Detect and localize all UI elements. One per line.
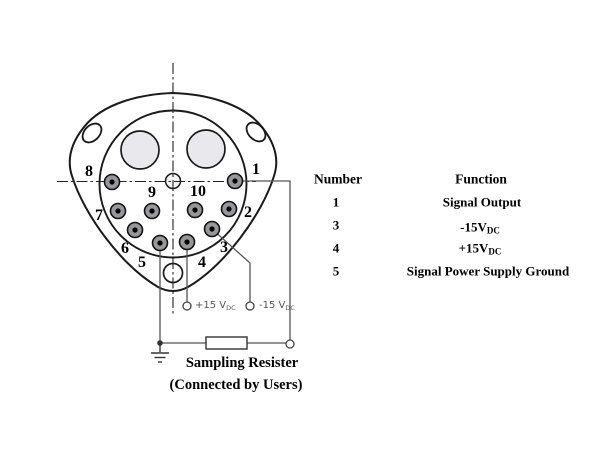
pin-5-core <box>157 240 163 246</box>
terminal-label-pos15v-sub: DC <box>226 304 236 312</box>
terminal-label-neg15v-text: -15 V <box>259 300 286 311</box>
connected-by-users-label: (Connected by Users) <box>169 376 303 393</box>
pin-label-7: 7 <box>95 207 103 224</box>
pin-label-1: 1 <box>252 161 260 178</box>
pin-6-core <box>132 227 138 233</box>
table-header-function: Function <box>455 171 507 187</box>
table-cell-function-row4: Signal Power Supply Ground <box>407 265 569 278</box>
pin-2-core <box>226 206 232 212</box>
large-inner-circle-left <box>120 130 160 170</box>
table-cell-number-row4: 5 <box>332 263 340 279</box>
pin-label-5: 5 <box>138 254 146 271</box>
pin-label-4: 4 <box>198 254 206 271</box>
pin-3-core <box>209 226 215 232</box>
terminal-pos15v <box>182 301 192 311</box>
wire-pin3-neg15v <box>211 228 251 302</box>
ground-symbol-icon <box>151 343 169 363</box>
terminal-label-neg15v-sub: DC <box>285 304 295 312</box>
table-cell-function-row2: -15VDC <box>460 219 500 235</box>
table-cell-number-row2: 3 <box>332 217 340 233</box>
pin-label-8: 8 <box>85 163 93 180</box>
pin-label-10: 10 <box>190 183 206 200</box>
pin-label-6: 6 <box>121 240 129 257</box>
table-cell-number-row3: 4 <box>332 240 340 256</box>
pin-label-9: 9 <box>148 184 156 201</box>
pin-9-core <box>149 208 155 214</box>
terminal-label-pos15v: +15 VDC <box>195 300 236 312</box>
large-inner-circle-right <box>186 129 226 169</box>
table-cell-function-row3: +15VDC <box>458 240 502 256</box>
sampling-resistor <box>205 336 248 350</box>
junction-dot <box>157 340 163 346</box>
table-cell-function-row1: Signal Output <box>443 196 521 209</box>
pin-10-core <box>192 207 198 213</box>
mounting-hole-left-icon <box>81 122 103 144</box>
terminal-label-neg15v: -15 VDC <box>259 300 295 312</box>
pin-7-core <box>115 208 121 214</box>
wire-pin1-output <box>235 180 291 340</box>
terminal-output <box>285 339 295 349</box>
pin-label-3: 3 <box>220 239 228 256</box>
function-sub-row2: DC <box>486 225 500 235</box>
function-text-row1: Signal Output <box>442 194 522 210</box>
terminal-label-pos15v-text: +15 V <box>195 300 227 311</box>
table-header-number: Number <box>314 171 362 187</box>
mounting-hole-right-icon <box>245 121 267 143</box>
pin-label-2: 2 <box>244 204 252 221</box>
function-text-row4: Signal Power Supply Ground <box>406 263 570 279</box>
function-text-row2: -15V <box>460 219 487 235</box>
function-text-row3: +15V <box>458 240 489 256</box>
pin-8-core <box>109 179 115 185</box>
pin-1-core <box>232 178 238 184</box>
pin-4-core <box>184 239 190 245</box>
sampling-resistor-label: Sampling Resister <box>185 354 299 371</box>
table-cell-number-row1: 1 <box>332 194 340 210</box>
function-sub-row3: DC <box>488 246 502 256</box>
terminal-neg15v <box>245 301 255 311</box>
